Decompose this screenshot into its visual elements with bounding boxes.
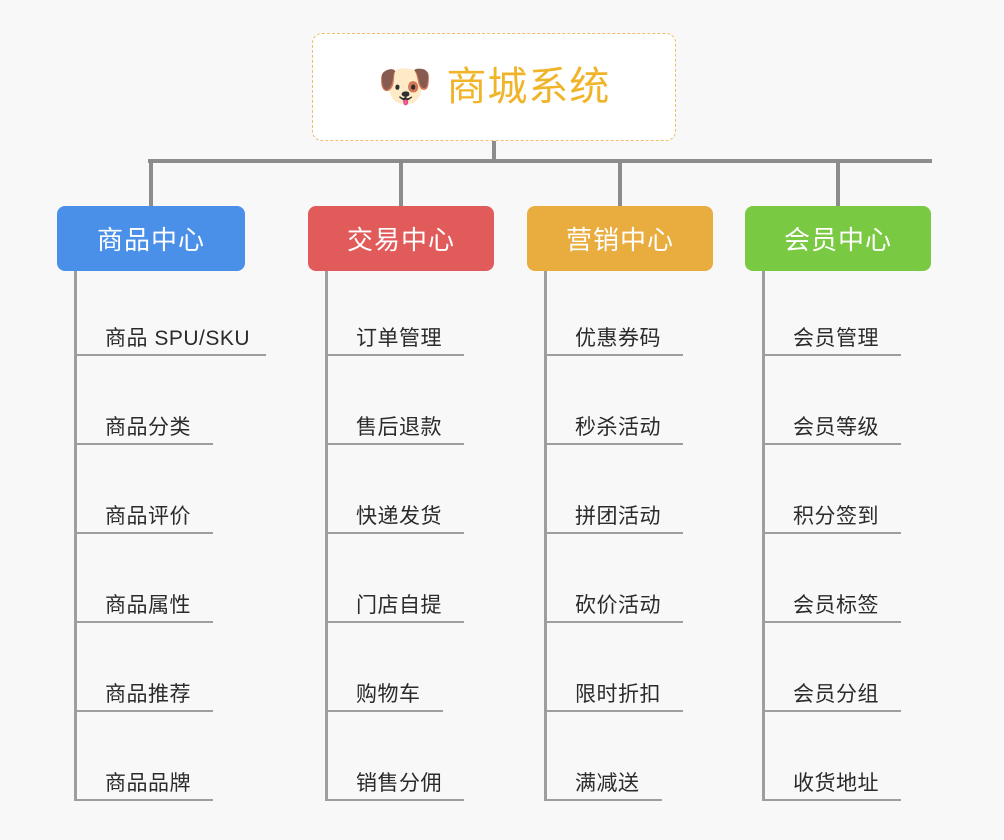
leaf-item-label: 商品评价 xyxy=(105,505,191,528)
leaf-item-label: 商品分类 xyxy=(105,416,191,439)
leaf-item[interactable]: 砍价活动 xyxy=(545,583,683,623)
leaf-item-label: 砍价活动 xyxy=(575,594,661,617)
leaf-item-label: 门店自提 xyxy=(356,594,442,617)
leaf-item[interactable]: 商品推荐 xyxy=(75,672,213,712)
leaf-column-3: 优惠券码秒杀活动拼团活动砍价活动限时折扣满减送 xyxy=(527,271,773,801)
leaf-item-label: 会员分组 xyxy=(793,683,879,706)
category-label: 会员中心 xyxy=(783,225,892,255)
leaf-item-label: 快递发货 xyxy=(356,505,442,528)
leaf-item[interactable]: 满减送 xyxy=(545,761,662,801)
leaf-item-label: 秒杀活动 xyxy=(575,416,661,439)
leaf-item-label: 商品属性 xyxy=(105,594,191,617)
leaf-item-label: 积分签到 xyxy=(793,505,879,528)
leaf-item[interactable]: 订单管理 xyxy=(326,316,464,356)
leaf-item-label: 购物车 xyxy=(356,683,421,706)
leaf-item[interactable]: 购物车 xyxy=(326,672,443,712)
leaf-item[interactable]: 门店自提 xyxy=(326,583,464,623)
category-drop-connector-2 xyxy=(399,159,403,207)
root-node[interactable]: 🐶 商城系统 xyxy=(312,33,676,141)
leaf-item-label: 收货地址 xyxy=(793,772,879,795)
leaf-spine-connector xyxy=(544,271,547,801)
leaf-item[interactable]: 收货地址 xyxy=(763,761,901,801)
leaf-item-label: 会员等级 xyxy=(793,416,879,439)
leaf-column-4: 会员管理会员等级积分签到会员标签会员分组收货地址 xyxy=(745,271,991,801)
root-stem-connector xyxy=(492,141,496,163)
category-box-2[interactable]: 交易中心 xyxy=(308,206,494,271)
leaf-item-label: 限时折扣 xyxy=(575,683,661,706)
leaf-item-label: 优惠券码 xyxy=(575,327,661,350)
category-box-3[interactable]: 营销中心 xyxy=(527,206,713,271)
leaf-item[interactable]: 秒杀活动 xyxy=(545,405,683,445)
leaf-item[interactable]: 会员等级 xyxy=(763,405,901,445)
leaf-item-label: 拼团活动 xyxy=(575,505,661,528)
leaf-item[interactable]: 商品 SPU/SKU xyxy=(75,316,266,356)
leaf-item-label: 商品品牌 xyxy=(105,772,191,795)
leaf-item[interactable]: 会员管理 xyxy=(763,316,901,356)
leaf-item-label: 商品 SPU/SKU xyxy=(105,327,251,350)
leaf-item[interactable]: 拼团活动 xyxy=(545,494,683,534)
leaf-item[interactable]: 快递发货 xyxy=(326,494,464,534)
leaf-spine-connector xyxy=(325,271,328,801)
category-box-4[interactable]: 会员中心 xyxy=(745,206,931,271)
leaf-item[interactable]: 商品属性 xyxy=(75,583,213,623)
leaf-column-2: 订单管理售后退款快递发货门店自提购物车销售分佣 xyxy=(308,271,554,801)
category-bus-connector xyxy=(148,159,932,163)
category-label: 交易中心 xyxy=(346,225,455,255)
root-node-label: 商城系统 xyxy=(446,65,611,109)
leaf-item[interactable]: 销售分佣 xyxy=(326,761,464,801)
leaf-item-label: 订单管理 xyxy=(356,327,442,350)
leaf-column-1: 商品 SPU/SKU 商品分类商品评价商品属性商品推荐商品品牌 xyxy=(57,271,305,801)
category-box-1[interactable]: 商品中心 xyxy=(57,206,245,271)
category-drop-connector-1 xyxy=(149,159,153,207)
leaf-item-label: 会员标签 xyxy=(793,594,879,617)
leaf-item[interactable]: 售后退款 xyxy=(326,405,464,445)
leaf-item[interactable]: 商品品牌 xyxy=(75,761,213,801)
leaf-item[interactable]: 限时折扣 xyxy=(545,672,683,712)
leaf-item[interactable]: 商品分类 xyxy=(75,405,213,445)
category-label: 商品中心 xyxy=(96,225,205,255)
category-drop-connector-4 xyxy=(836,159,840,207)
leaf-item-label: 满减送 xyxy=(575,772,640,795)
leaf-item-label: 售后退款 xyxy=(356,416,442,439)
leaf-item[interactable]: 优惠券码 xyxy=(545,316,683,356)
leaf-item-label: 销售分佣 xyxy=(356,772,442,795)
category-drop-connector-3 xyxy=(618,159,622,207)
leaf-item-label: 商品推荐 xyxy=(105,683,191,706)
leaf-item[interactable]: 积分签到 xyxy=(763,494,901,534)
leaf-item[interactable]: 会员标签 xyxy=(763,583,901,623)
leaf-item-label: 会员管理 xyxy=(793,327,879,350)
category-label: 营销中心 xyxy=(565,225,674,255)
leaf-item[interactable]: 会员分组 xyxy=(763,672,901,712)
leaf-item[interactable]: 商品评价 xyxy=(75,494,213,534)
leaf-spine-connector xyxy=(74,271,77,801)
leaf-spine-connector xyxy=(762,271,765,801)
dog-face-icon: 🐶 xyxy=(377,61,433,112)
